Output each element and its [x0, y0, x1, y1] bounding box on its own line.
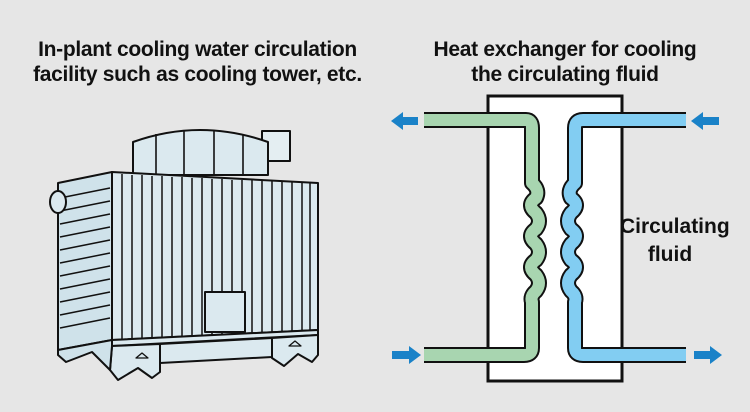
heat-exchanger-title: Heat exchanger for cooling the circulati…: [395, 37, 735, 87]
arrow-left-icon: [391, 112, 418, 130]
arrow-right-icon: [392, 346, 421, 364]
title-line: In-plant cooling water circulation: [38, 38, 357, 61]
cooling-tower-illustration: [49, 129, 319, 381]
heat-exchanger-illustration: [421, 94, 689, 383]
label-line: Circulating: [620, 215, 730, 238]
heat-exchanger-body: [486, 94, 624, 383]
circulating-fluid-label: Circulating fluid: [620, 213, 730, 269]
title-line: Heat exchanger for cooling: [433, 38, 697, 61]
title-line: facility such as cooling tower, etc.: [33, 63, 362, 86]
title-line: the circulating fluid: [471, 63, 659, 86]
arrow-left-icon: [691, 112, 719, 130]
label-line: fluid: [647, 243, 693, 266]
arrow-right-icon: [694, 346, 722, 364]
cooling-facility-title: In-plant cooling water circulation facil…: [0, 37, 395, 87]
